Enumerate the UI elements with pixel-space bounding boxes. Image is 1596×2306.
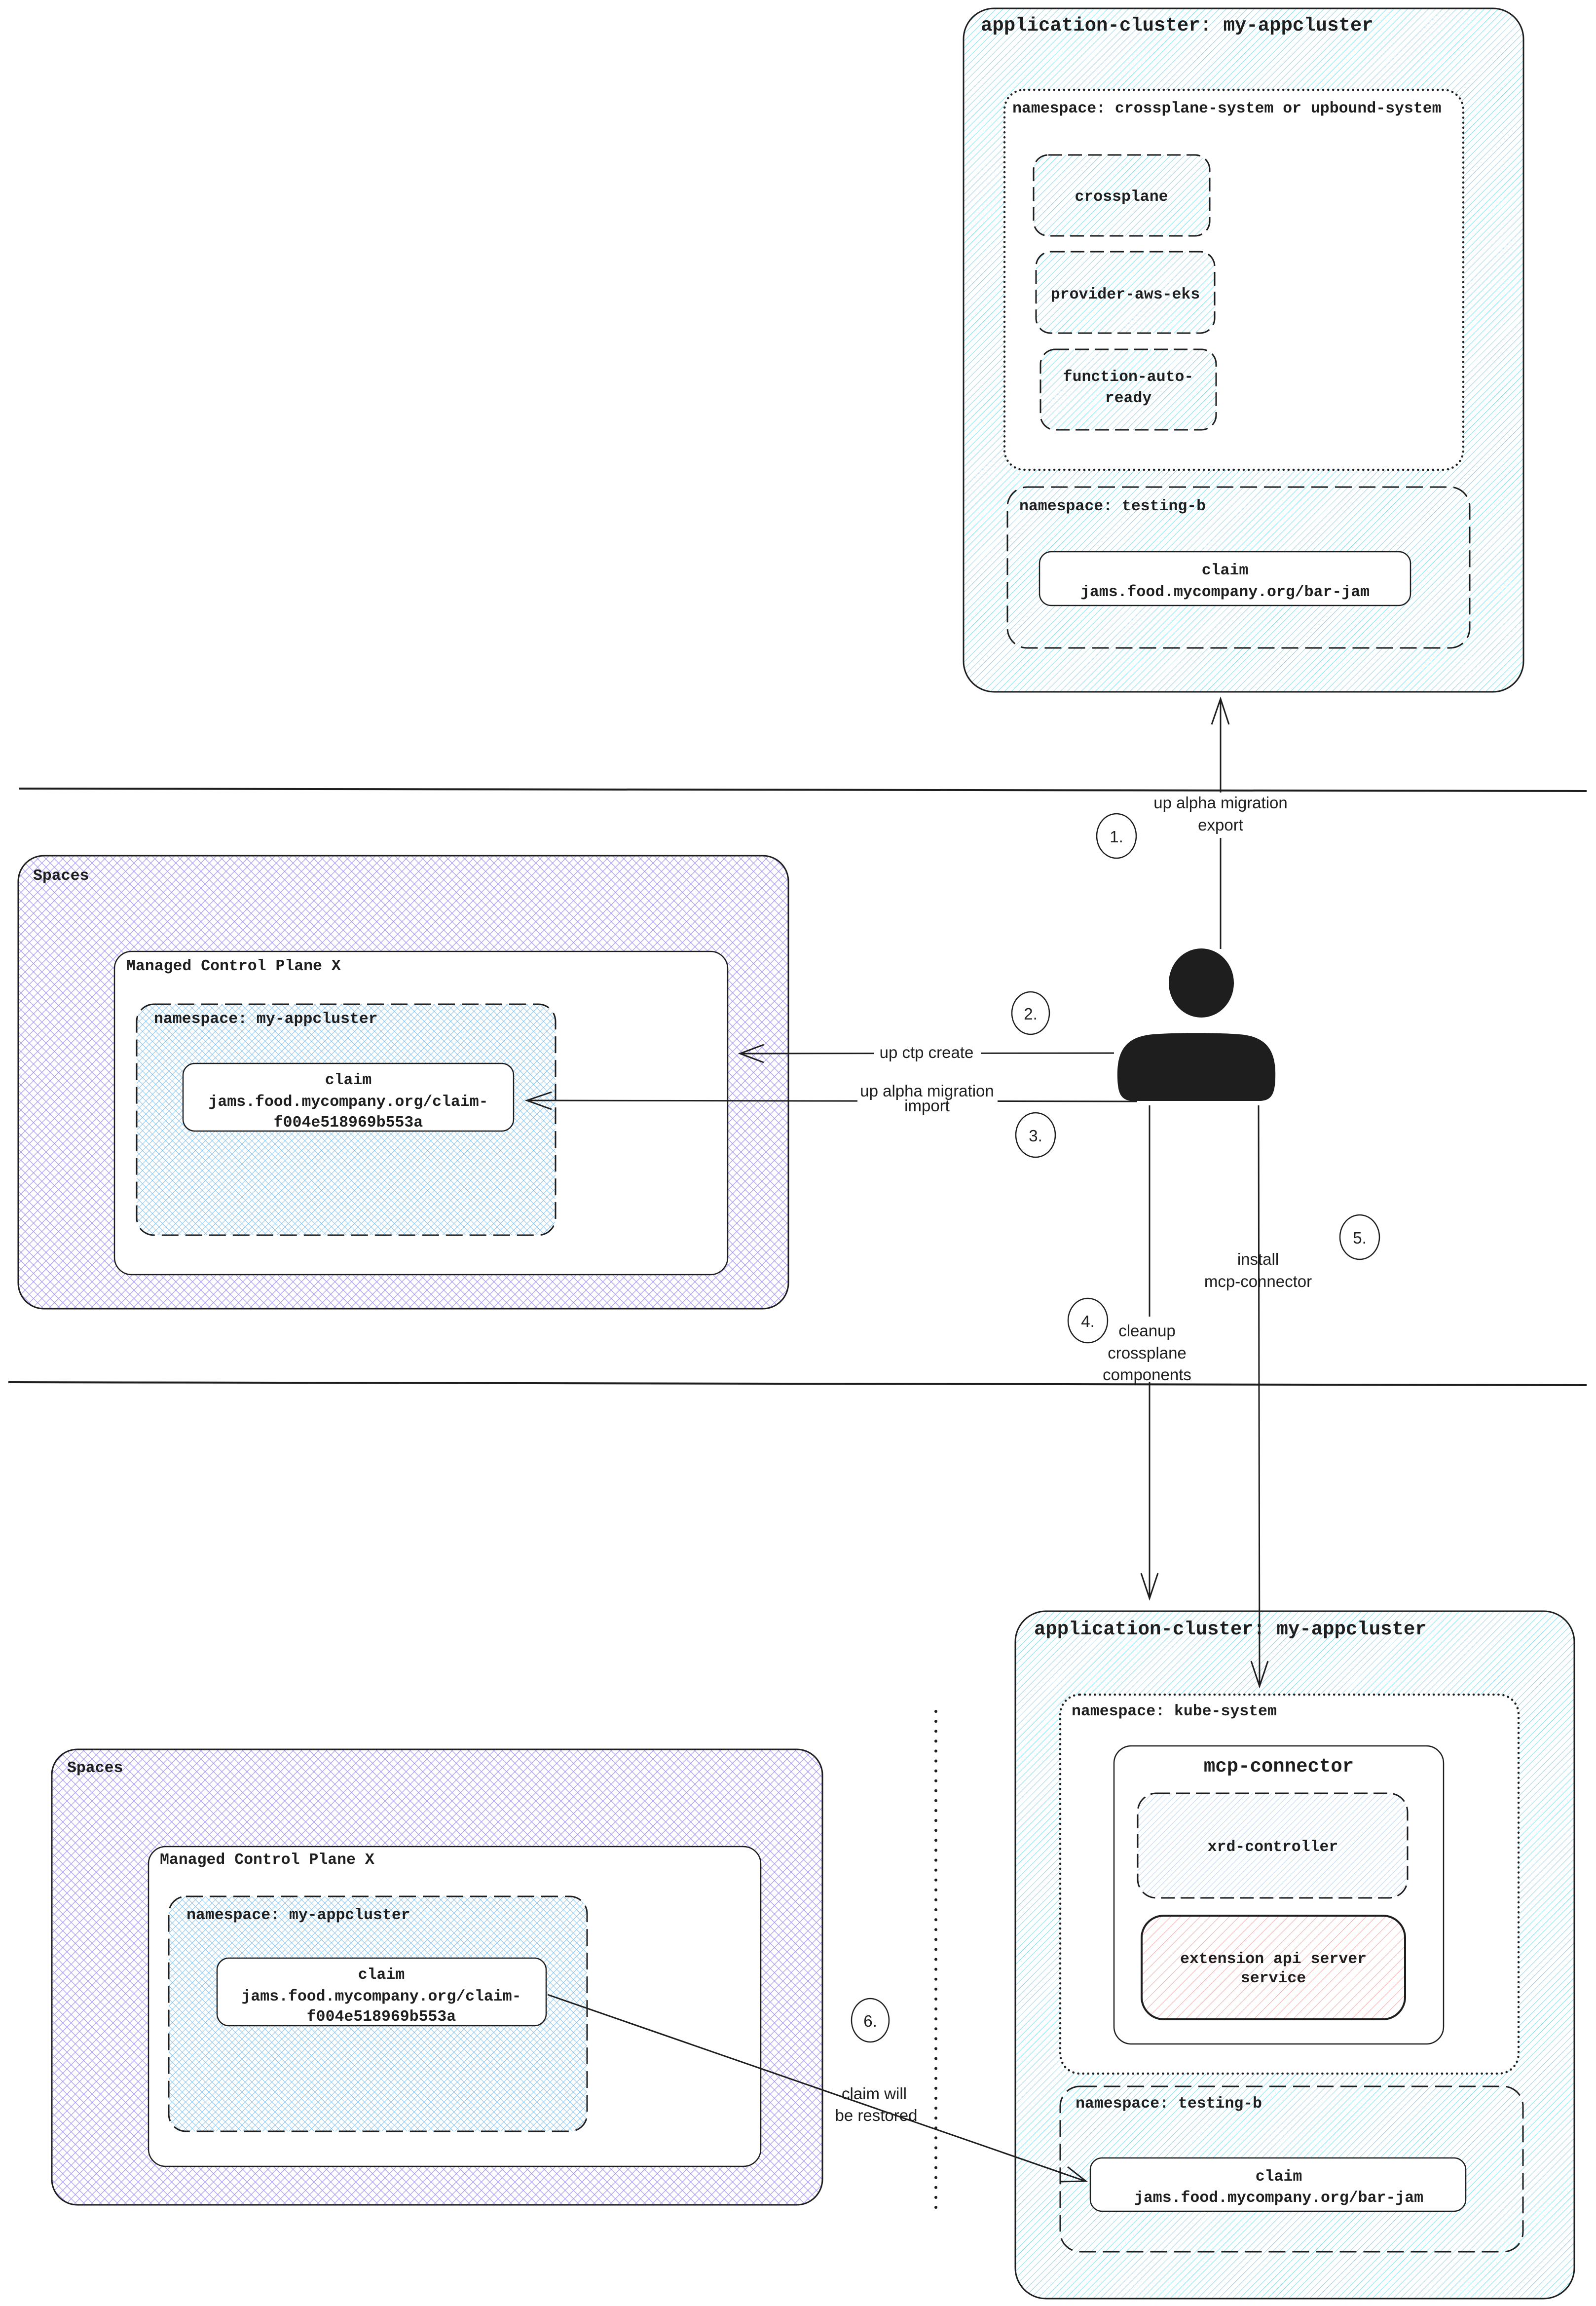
svg-text:namespace: my-appcluster: namespace: my-appcluster (186, 1907, 410, 1924)
svg-text:service: service (1241, 1970, 1306, 1987)
svg-text:f004e518969b553a: f004e518969b553a (307, 2008, 456, 2026)
svg-text:components: components (1103, 1365, 1191, 1384)
svg-text:function-auto-: function-auto- (1063, 369, 1194, 386)
svg-text:jams.food.mycompany.org/claim-: jams.food.mycompany.org/claim- (208, 1094, 488, 1111)
svg-text:crossplane: crossplane (1075, 189, 1168, 206)
svg-text:jams.food.mycompany.org/bar-ja: jams.food.mycompany.org/bar-jam (1134, 2190, 1423, 2207)
svg-text:up alpha migration: up alpha migration (860, 1082, 994, 1100)
svg-text:up ctp create: up ctp create (880, 1043, 974, 1061)
svg-text:export: export (1198, 816, 1243, 834)
svg-text:ready: ready (1105, 390, 1152, 407)
svg-text:namespace: kube-system: namespace: kube-system (1072, 1703, 1277, 1720)
svg-text:application-cluster: my-appclu: application-cluster: my-appcluster (981, 15, 1373, 37)
svg-text:claim: claim (1202, 562, 1249, 579)
svg-text:4.: 4. (1081, 1312, 1095, 1330)
svg-text:Managed Control Plane X: Managed Control Plane X (160, 1852, 374, 1869)
svg-text:namespace: testing-b: namespace: testing-b (1019, 498, 1206, 515)
svg-text:6.: 6. (863, 2012, 877, 2030)
svg-text:install: install (1237, 1250, 1279, 1268)
svg-text:application-cluster: my-appclu: application-cluster: my-appcluster (1034, 1619, 1427, 1640)
svg-text:Spaces: Spaces (33, 868, 89, 885)
svg-text:2.: 2. (1024, 1005, 1038, 1023)
svg-text:namespace: my-appcluster: namespace: my-appcluster (154, 1011, 378, 1028)
svg-text:up alpha migration: up alpha migration (1153, 794, 1288, 812)
svg-text:jams.food.mycompany.org/bar-ja: jams.food.mycompany.org/bar-jam (1080, 584, 1370, 601)
svg-text:Spaces: Spaces (67, 1760, 123, 1777)
svg-text:namespace: testing-b: namespace: testing-b (1076, 2095, 1262, 2113)
svg-text:claim: claim (358, 1966, 405, 1984)
svg-text:crossplane: crossplane (1108, 1344, 1187, 1362)
svg-text:namespace: crossplane-system o: namespace: crossplane-system or upbound-… (1012, 100, 1442, 117)
svg-text:1.: 1. (1110, 828, 1123, 846)
svg-text:5.: 5. (1353, 1229, 1367, 1247)
svg-text:extension api server: extension api server (1180, 1951, 1367, 1968)
svg-text:claim: claim (1256, 2168, 1302, 2186)
svg-text:cleanup: cleanup (1118, 1322, 1176, 1340)
svg-text:claim: claim (325, 1072, 372, 1089)
svg-text:import: import (904, 1096, 950, 1115)
svg-text:f004e518969b553a: f004e518969b553a (274, 1114, 423, 1132)
svg-text:mcp-connector: mcp-connector (1204, 1756, 1354, 1777)
svg-text:mcp-connector: mcp-connector (1204, 1272, 1312, 1290)
svg-text:jams.food.mycompany.org/claim-: jams.food.mycompany.org/claim- (241, 1988, 521, 2005)
svg-text:Managed Control Plane X: Managed Control Plane X (126, 958, 341, 975)
svg-text:3.: 3. (1029, 1127, 1042, 1145)
svg-text:provider-aws-eks: provider-aws-eks (1051, 286, 1200, 303)
svg-text:xrd-controller: xrd-controller (1208, 1839, 1338, 1856)
